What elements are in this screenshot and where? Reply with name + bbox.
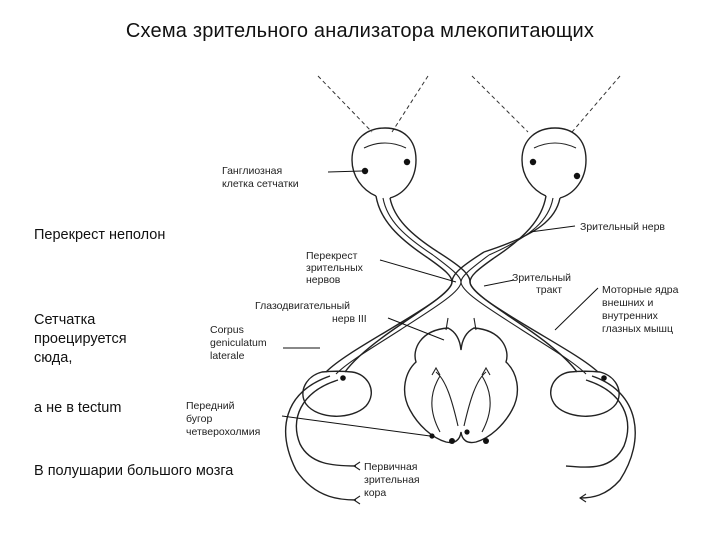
ganglion-cell-left-b — [403, 158, 411, 166]
colliculus-cell-d — [464, 429, 470, 435]
label-motor-line3: внутренних — [602, 310, 658, 322]
label-tract-line1: Зрительный — [512, 272, 572, 284]
label-lgn-line3: laterale — [210, 350, 245, 362]
note-retina-line1: Сетчатка — [34, 312, 96, 328]
note-retina-line3: сюда, — [34, 350, 73, 366]
note-not-tectum: а не в tectum — [34, 400, 122, 416]
label-cortex-line2: зрительная — [364, 474, 420, 486]
label-cortex-line1: Первичная — [364, 461, 418, 473]
label-ganglion-line1: Ганглиозная — [222, 165, 283, 177]
lgn-cell-right — [601, 375, 607, 381]
lgn-left — [302, 370, 372, 417]
colliculus-cell-a — [449, 438, 455, 444]
label-tract-line2: тракт — [536, 284, 563, 296]
label-motor-line2: внешних и — [602, 297, 654, 309]
optic-radiation — [285, 375, 636, 505]
label-colliculus-line2: бугор — [186, 413, 213, 425]
label-motor-line4: глазных мышц — [602, 323, 673, 335]
label-chiasm-line3: нервов — [306, 274, 341, 286]
label-motor-line1: Моторные ядра — [602, 284, 679, 296]
label-oculomotor-line1: Глазодвигательный — [255, 300, 351, 312]
right-eye — [521, 127, 587, 199]
left-eye — [351, 127, 417, 199]
label-lgn-line1: Corpus — [210, 324, 244, 336]
label-cortex-line3: кора — [364, 487, 387, 499]
label-lgn-line2: geniculatum — [210, 337, 267, 349]
ganglion-cell-right-a — [529, 158, 537, 166]
leader-lines — [281, 170, 599, 437]
note-chiasm-incomplete: Перекрест неполон — [34, 227, 166, 243]
label-colliculus-line3: четверохолмия — [186, 426, 261, 438]
label-colliculus-line1: Передний — [186, 400, 235, 412]
label-oculomotor-line2: нерв III — [332, 313, 367, 325]
label-ganglion-line2: клетка сетчатки — [222, 178, 299, 190]
visual-field-rays — [317, 75, 621, 133]
colliculus-cell-c — [429, 433, 435, 439]
note-retina-line2: проецируется — [34, 331, 127, 347]
label-optic-nerve: Зрительный нерв — [580, 221, 666, 233]
midbrain — [403, 317, 519, 444]
ganglion-cell-left-a — [361, 167, 369, 175]
optic-nerves — [375, 195, 561, 259]
label-chiasm-line1: Перекрест — [306, 250, 358, 262]
lgn-cell-left — [340, 375, 346, 381]
colliculus-cell-b — [483, 438, 489, 444]
optic-chiasm — [325, 251, 599, 375]
ganglion-cell-right-b — [573, 172, 581, 180]
note-hemispheres: В полушарии большого мозга — [34, 463, 234, 479]
label-chiasm-line2: зрительных — [306, 262, 363, 274]
diagram-title: Схема зрительного анализатора млекопитаю… — [125, 20, 595, 42]
lgn-right — [550, 370, 620, 417]
